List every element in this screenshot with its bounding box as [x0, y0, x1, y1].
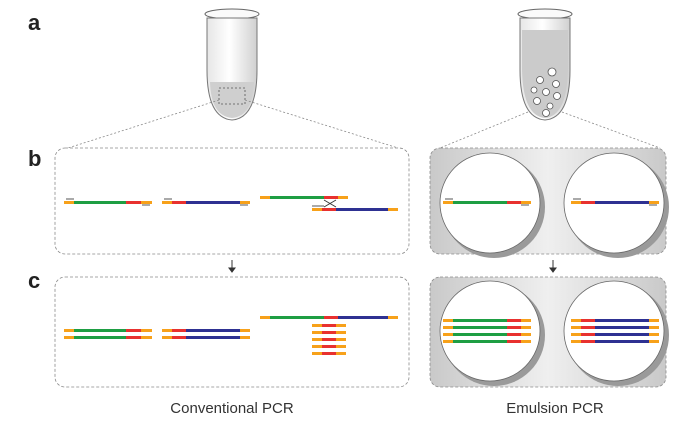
b-droplet-left	[439, 152, 545, 258]
conventional-tube	[204, 8, 260, 121]
b-chimera-formation	[260, 196, 398, 211]
zoom-lines	[67, 99, 661, 149]
c-products-blue	[162, 329, 250, 339]
c-droplet-right	[563, 280, 669, 386]
crossover-x-icon	[323, 199, 337, 208]
caption-emulsion-pcr: Emulsion PCR	[506, 400, 604, 417]
c-chimeric-products	[260, 316, 398, 355]
panel-label-a: a	[28, 10, 41, 35]
droplets	[530, 67, 561, 117]
caption-conventional-pcr: Conventional PCR	[170, 400, 294, 417]
c-droplet-left	[439, 280, 545, 386]
panel-label-c: c	[28, 268, 41, 293]
b-template-blue	[162, 198, 250, 206]
b-template-green	[64, 198, 152, 206]
arrows-b-to-c	[228, 260, 557, 273]
panel-label-b: b	[28, 146, 42, 171]
b-droplet-right	[563, 152, 669, 258]
emulsion-tube	[517, 8, 573, 121]
c-products-green	[64, 329, 152, 339]
